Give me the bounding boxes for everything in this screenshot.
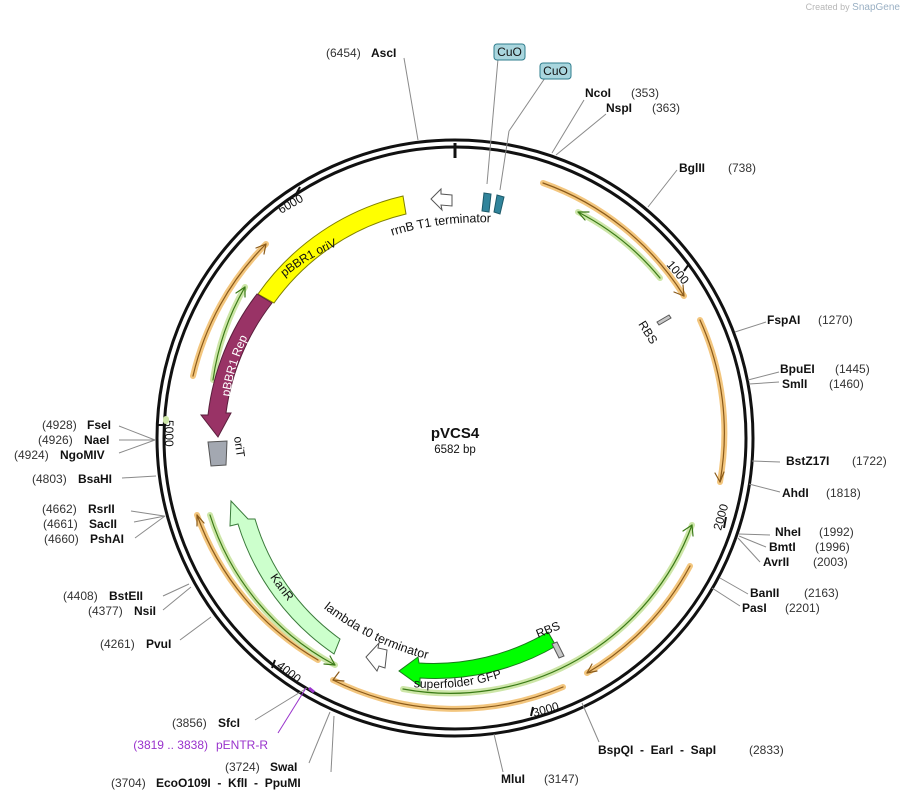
feature-lambda-terminator [365, 641, 388, 672]
site-nsii-name: NsiI [134, 604, 156, 618]
site-ngomiv-pos: (4924) [14, 448, 49, 462]
feature-rbs-top [656, 314, 672, 326]
feature-sfgfp [398, 631, 557, 687]
site-pasi-name: PasI [742, 601, 767, 615]
feature-cuo-block-2 [493, 194, 505, 215]
site-bsteii-pos: (4408) [63, 589, 98, 603]
site-labels-right: NcoI (353) NspI (363) BglII (738) FspAI … [501, 86, 887, 786]
site-mlui-name: MluI [501, 772, 525, 786]
site-bspqi-pos: (2833) [749, 743, 784, 757]
site-ecoo109i-pos: (3704) [111, 776, 146, 790]
site-leaders [118, 57, 781, 773]
site-asci-pos-left: (6454) [326, 46, 361, 60]
cuo-label-2: CuO [543, 64, 568, 78]
site-pvui-name: PvuI [146, 637, 171, 651]
site-naei-name: NaeI [84, 433, 109, 447]
site-bstz17i-pos: (1722) [852, 454, 887, 468]
tick-label-2000: 2000 [710, 502, 731, 532]
site-ahdi-name: AhdI [782, 486, 809, 500]
feature-label-orit: oriT [231, 435, 248, 458]
primer-range: (3819 .. 3838) [133, 738, 208, 752]
cuo-label-box-1 [493, 43, 526, 61]
site-rsrii-pos: (4662) [42, 502, 77, 516]
site-bstz17i-name: BstZ17I [786, 454, 829, 468]
site-rsrii-name: RsrII [88, 502, 115, 516]
orf-arc-outer-bottom-right [584, 563, 693, 676]
site-mlui-pos: (3147) [544, 772, 579, 786]
feature-orit [207, 440, 228, 467]
site-pshai-pos: (4660) [44, 532, 79, 546]
site-sfci-pos: (3856) [172, 716, 207, 730]
plasmid-name: pVCS4 [431, 425, 480, 442]
site-sfci-name: SfcI [218, 716, 240, 730]
site-pvui-pos: (4261) [100, 637, 135, 651]
site-swai-name: SwaI [270, 760, 297, 774]
site-asci-name: AscI [371, 46, 396, 60]
site-avrii-name: AvrII [763, 555, 789, 569]
site-bsahi-pos: (4803) [32, 472, 67, 486]
backbone-outer-ring [155, 138, 755, 738]
cuo-label-box-2 [539, 62, 572, 80]
site-bmti-pos: (1996) [815, 540, 850, 554]
orf-arc-right [697, 317, 728, 485]
site-fsei-name: FseI [87, 418, 111, 432]
snapgene-watermark: Created by SnapGene [806, 2, 900, 13]
tick-label-6000: 6000 [276, 191, 306, 217]
tick-label-5000: 5000 [162, 420, 176, 447]
site-nhei-pos: (1992) [819, 525, 854, 539]
feature-kanr [229, 499, 341, 655]
site-bglii-name: BglII [679, 161, 705, 175]
orf-arc-top-right [540, 180, 687, 299]
feature-cuo-block-1 [481, 192, 492, 213]
site-smli-name: SmlI [782, 377, 807, 391]
primer-pentr-r: (3819 .. 3838) pENTR-R [133, 686, 315, 752]
watermark-brand: SnapGene [852, 2, 900, 13]
site-sacii-name: SacII [89, 517, 117, 531]
cuo-callouts: CuO CuO [486, 43, 572, 191]
site-nsii-pos: (4377) [88, 604, 123, 618]
site-sacii-pos: (4661) [43, 517, 78, 531]
feature-rbs-bottom [551, 641, 565, 659]
feature-label-rrnb: rrnB T1 terminator [389, 211, 491, 238]
site-banii-pos: (2163) [804, 586, 839, 600]
feature-pbbr1-oriv [257, 195, 407, 304]
watermark-created-by: Created by [805, 2, 850, 12]
site-bsteii-name: BstEII [109, 589, 143, 603]
feature-rrnb-terminator [430, 187, 453, 212]
primer-arrow [308, 686, 315, 694]
tick-label-4000: 4000 [274, 658, 304, 686]
site-bpuei-pos: (1445) [835, 362, 870, 376]
cuo-label-1: CuO [497, 45, 522, 59]
site-fspai-name: FspAI [767, 313, 800, 327]
site-naei-pos: (4926) [38, 433, 73, 447]
primer-name: pENTR-R [216, 738, 268, 752]
site-ncoi-name: NcoI [585, 86, 611, 100]
site-bspqi-name: BspQI - EarI - SapI [598, 743, 716, 757]
site-swai-pos: (3724) [225, 760, 260, 774]
site-nhei-name: NheI [775, 525, 801, 539]
site-avrii-pos: (2003) [813, 555, 848, 569]
site-bglii-pos: (738) [728, 161, 756, 175]
feature-pbbr1-rep [199, 293, 273, 438]
site-banii-name: BanII [750, 586, 779, 600]
site-ahdi-pos: (1818) [826, 486, 861, 500]
site-nspi-name: NspI [606, 101, 632, 115]
site-fspai-pos: (1270) [818, 313, 853, 327]
site-ngomiv-name: NgoMIV [60, 448, 105, 462]
site-bmti-name: BmtI [769, 540, 796, 554]
site-ecoo109i-name: EcoO109I - KflI - PpuMI [156, 776, 301, 790]
site-pshai-name: PshAI [90, 532, 124, 546]
site-ncoi-pos: (353) [631, 86, 659, 100]
orf-arrows [163, 180, 728, 712]
site-bpuei-name: BpuEI [780, 362, 815, 376]
site-smli-pos: (1460) [829, 377, 864, 391]
site-nspi-pos: (363) [652, 101, 680, 115]
site-labels-left: (6454) AscI (3704) EcoO109I - KflI - Ppu… [14, 46, 396, 790]
site-bsahi-name: BsaHI [78, 472, 112, 486]
site-pasi-pos: (2201) [785, 601, 820, 615]
plasmid-length: 6582 bp [434, 444, 476, 456]
feature-label-rbs-top: RBS [635, 318, 660, 346]
site-fsei-pos: (4928) [42, 418, 77, 432]
